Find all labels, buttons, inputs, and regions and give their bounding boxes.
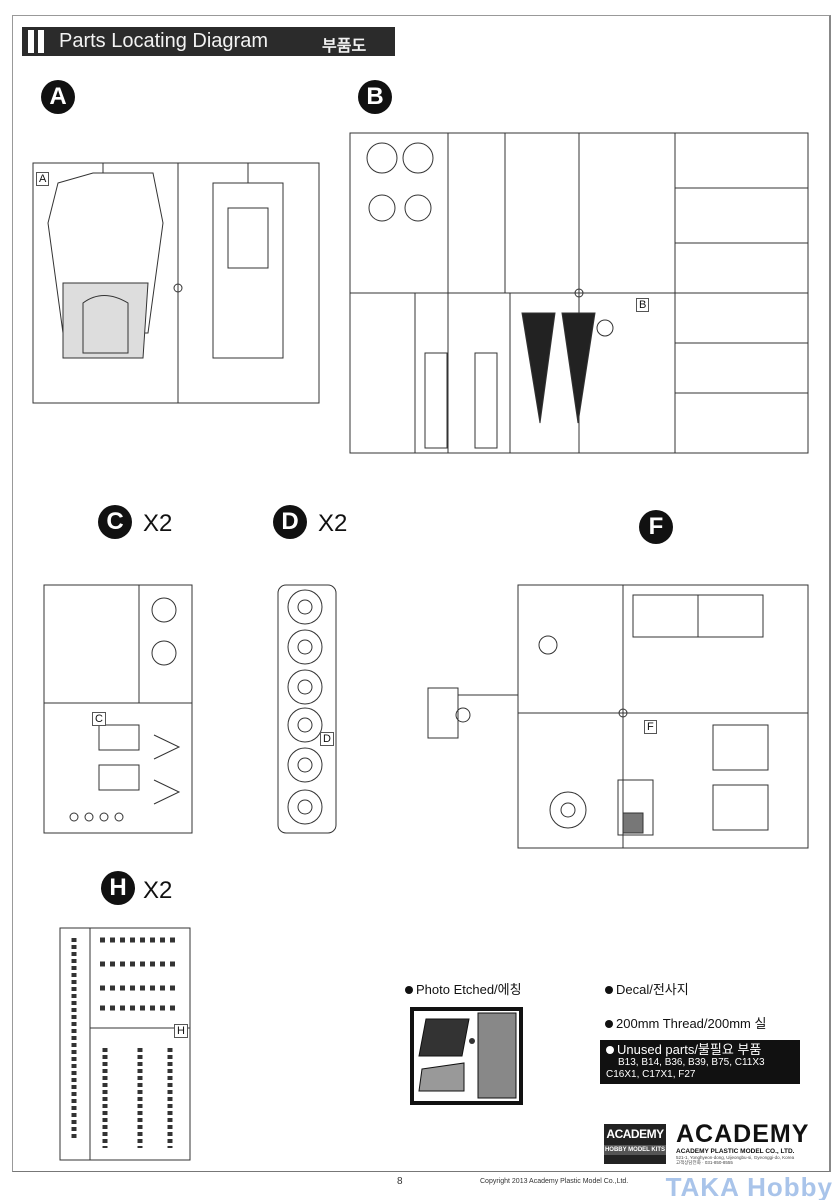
- header-bar-mark: [38, 30, 44, 53]
- thread-text: 200mm Thread/200mm 실: [616, 1016, 767, 1031]
- sprue-f-label: F: [639, 510, 673, 544]
- sprue-b-tag: B: [636, 298, 650, 312]
- academy-company-logo: ACADEMY ACADEMY PLASTIC MODEL CO., LTD. …: [676, 1120, 821, 1166]
- watermark: TAKA Hobby: [665, 1172, 833, 1200]
- photo-etched-fret: [410, 1007, 523, 1105]
- company-phone: 고객상담전화 · 031-850-8555: [676, 1160, 733, 1165]
- bullet-icon: [605, 1020, 613, 1028]
- decal-label: Decal/전사지: [605, 979, 689, 998]
- sprue-b-label: B: [358, 80, 392, 114]
- bullet-icon: [606, 1046, 614, 1054]
- thread-label: 200mm Thread/200mm 실: [605, 1013, 766, 1032]
- unused-parts-box: Unused parts/불필요 부품 B13, B14, B36, B39, …: [600, 1040, 800, 1084]
- page-title: Parts Locating Diagram: [59, 30, 268, 52]
- sprue-a-tag: A: [36, 172, 50, 186]
- header-bar-mark: [28, 30, 34, 53]
- unused-parts-list: C16X1, C17X1, F27: [606, 1069, 696, 1080]
- sprue-f-tag: F: [644, 720, 657, 734]
- copyright: Copyright 2013 Academy Plastic Model Co.…: [480, 1178, 629, 1185]
- sprue-c-label: C: [98, 505, 132, 539]
- logo-wordmark: ACADEMY: [676, 1120, 810, 1148]
- unused-parts-title: Unused parts/불필요 부품: [617, 1042, 762, 1057]
- sprue-a-diagram: [32, 162, 320, 404]
- logo-small-text: ACADEMY: [606, 1127, 664, 1141]
- sprue-d-label: D: [273, 505, 307, 539]
- logo-small-subtext: HOBBY MODEL KITS: [604, 1145, 666, 1155]
- sprue-h-label: H: [101, 871, 135, 905]
- company-name: ACADEMY PLASTIC MODEL CO., LTD.: [676, 1148, 795, 1155]
- page-number: 8: [397, 1176, 403, 1187]
- decal-text: Decal/전사지: [616, 982, 689, 997]
- photo-etched-label: Photo Etched/에칭: [405, 979, 522, 998]
- sprue-d-tag: D: [320, 732, 334, 746]
- bullet-icon: [405, 986, 413, 994]
- sprue-b-diagram: [349, 132, 809, 454]
- photo-etched-parts-icon: [418, 1012, 517, 1099]
- sprue-c-quantity: X2: [143, 510, 173, 537]
- company-address: 521-1, Yonghyeon-dong, Uijeongbu-si, Gye…: [676, 1155, 795, 1160]
- page-title-korean: 부품도: [322, 38, 367, 55]
- sprue-d-quantity: X2: [318, 510, 348, 537]
- academy-hobby-logo: ACADEMY HOBBY MODEL KITS: [604, 1124, 666, 1164]
- unused-parts-list: B13, B14, B36, B39, B75, C11X3: [618, 1057, 765, 1068]
- sprue-a-label: A: [41, 80, 75, 114]
- sprue-d-diagram: [277, 584, 337, 834]
- bullet-icon: [605, 986, 613, 994]
- sprue-h-quantity: X2: [143, 877, 173, 904]
- sprue-f-diagram: [427, 584, 809, 849]
- section-header: Parts Locating Diagram 부품도: [22, 27, 395, 56]
- sprue-h-diagram: [59, 927, 191, 1161]
- sprue-c-tag: C: [92, 712, 106, 726]
- sprue-c-diagram: [43, 584, 193, 834]
- photo-etched-text: Photo Etched/에칭: [416, 982, 522, 997]
- page-border: [12, 15, 831, 1172]
- sprue-h-tag: H: [174, 1024, 188, 1038]
